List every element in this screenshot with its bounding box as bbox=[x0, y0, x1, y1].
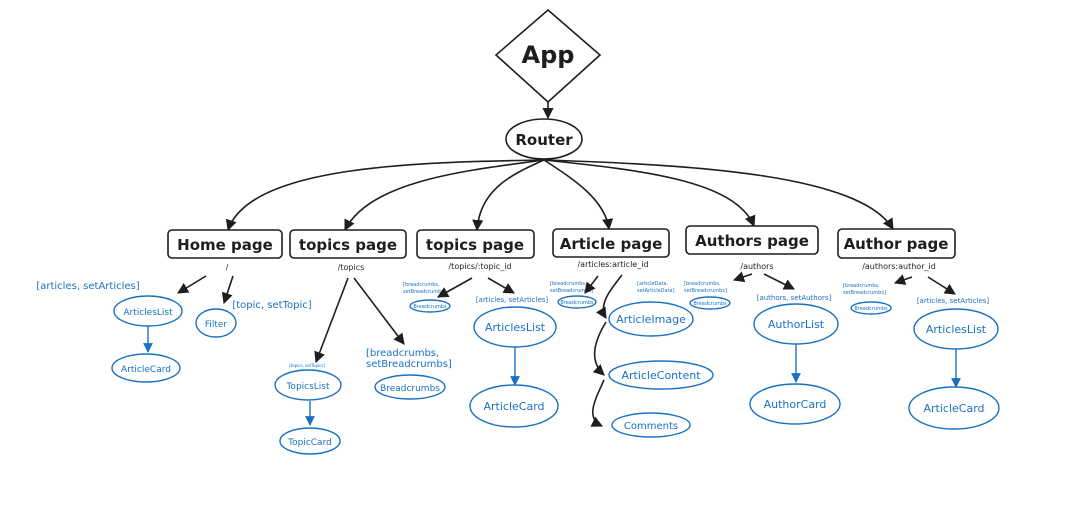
page-topic-label: topics page bbox=[426, 236, 524, 254]
page-authors-label: Authors page bbox=[695, 232, 809, 250]
route-author: /authors:author_id bbox=[862, 262, 936, 271]
svg-text:ArticleContent: ArticleContent bbox=[621, 369, 701, 382]
component-author-articlecard: ArticleCard bbox=[908, 386, 1000, 430]
svg-text:TopicsList: TopicsList bbox=[285, 382, 330, 392]
svg-text:Breadcrumbs: Breadcrumbs bbox=[380, 384, 440, 394]
svg-text:ArticlesList: ArticlesList bbox=[123, 308, 173, 318]
svg-text:AuthorCard: AuthorCard bbox=[764, 398, 827, 411]
route-topic: /topics/:topic_id bbox=[448, 262, 511, 271]
app-label: App bbox=[522, 41, 575, 69]
edge-router-authors bbox=[543, 159, 756, 228]
svg-text:Breadcrumbs: Breadcrumbs bbox=[693, 301, 727, 307]
edge-topic-articleslist bbox=[487, 277, 515, 294]
edge-router-article bbox=[543, 159, 614, 231]
edge-article-content bbox=[592, 321, 607, 376]
state-topics-breadcrumbs-1: [breadcrumbs, bbox=[366, 348, 439, 359]
component-topic-articleslist: ArticlesList bbox=[473, 306, 557, 348]
route-article: /articles:article_id bbox=[577, 260, 648, 269]
state-author-breadcrumbs-1: [breadcrumbs, bbox=[843, 283, 880, 289]
page-authors: Authors page bbox=[685, 225, 819, 255]
state-topic-articles: [articles, setArticles] bbox=[476, 296, 549, 304]
component-author-articleslist: ArticlesList bbox=[913, 308, 999, 350]
state-authors-breadcrumbs-2: setBreadcrumbs] bbox=[684, 288, 727, 294]
page-article: Article page bbox=[552, 228, 670, 258]
state-authors-breadcrumbs-1: [breadcrumbs, bbox=[684, 281, 721, 287]
page-topics: topics page bbox=[289, 229, 407, 259]
component-topic-articlecard: ArticleCard bbox=[469, 384, 559, 428]
route-home: / bbox=[226, 263, 229, 272]
component-author-breadcrumbs: Breadcrumbs bbox=[850, 301, 892, 315]
edge-home-filter bbox=[221, 275, 234, 305]
state-topics-topics: [topics, setTopics] bbox=[289, 363, 325, 368]
svg-text:Comments: Comments bbox=[624, 421, 678, 432]
component-article-breadcrumbs: Breadcrumbs bbox=[557, 295, 597, 309]
component-topicslist: TopicsList bbox=[274, 369, 342, 401]
app-node: App bbox=[494, 8, 602, 104]
svg-text:ArticleCard: ArticleCard bbox=[923, 402, 984, 415]
svg-text:Breadcrumbs: Breadcrumbs bbox=[560, 300, 594, 306]
edge-author-articleslist bbox=[927, 276, 956, 295]
state-author-articles: [articles, setArticles] bbox=[917, 297, 990, 305]
page-home: Home page bbox=[167, 229, 283, 259]
svg-text:ArticleCard: ArticleCard bbox=[121, 365, 171, 375]
component-topiccard: TopicCard bbox=[279, 427, 341, 455]
svg-text:ArticleImage: ArticleImage bbox=[616, 313, 686, 326]
edge-authors-breadcrumbs bbox=[732, 271, 753, 283]
edge-article-breadcrumbs bbox=[584, 275, 599, 294]
edge-router-author bbox=[543, 159, 894, 230]
state-authors-authors: [authors, setAuthors] bbox=[757, 294, 832, 302]
page-topic: topics page bbox=[416, 229, 535, 259]
page-topics-label: topics page bbox=[299, 236, 397, 254]
page-home-label: Home page bbox=[177, 236, 273, 254]
edge-router-home bbox=[225, 159, 545, 232]
component-article-content: ArticleContent bbox=[608, 360, 714, 390]
svg-text:Breadcrumbs: Breadcrumbs bbox=[854, 306, 888, 312]
state-topics-breadcrumbs-2: setBreadcrumbs] bbox=[366, 359, 452, 370]
edge-home-articleslist bbox=[177, 275, 207, 294]
component-authorlist: AuthorList bbox=[753, 303, 839, 345]
svg-text:Filter: Filter bbox=[205, 320, 228, 330]
page-author-label: Author page bbox=[844, 235, 949, 253]
component-home-articlecard: ArticleCard bbox=[111, 353, 181, 383]
edge-topic-breadcrumbs bbox=[437, 277, 473, 298]
route-authors: /authors bbox=[740, 262, 773, 271]
edge-author-breadcrumbs bbox=[893, 274, 913, 285]
route-topics: /topics bbox=[338, 263, 365, 272]
state-article-data-1: [articleData, bbox=[637, 281, 669, 287]
svg-text:AuthorList: AuthorList bbox=[768, 318, 825, 331]
edge-authors-list bbox=[763, 273, 796, 290]
edge-article-comments bbox=[590, 379, 605, 427]
state-article-data-2: setArticleData] bbox=[637, 288, 675, 294]
router-node: Router bbox=[505, 118, 583, 160]
edge-topics-list bbox=[314, 277, 349, 364]
edge-topics-breadcrumbs bbox=[353, 277, 405, 345]
state-home-articles: [articles, setArticles] bbox=[36, 281, 139, 292]
state-author-breadcrumbs-2: setBreadcrumbs] bbox=[843, 290, 886, 296]
page-author: Author page bbox=[837, 228, 956, 259]
svg-text:Breadcrumbs: Breadcrumbs bbox=[413, 304, 447, 310]
component-authors-breadcrumbs: Breadcrumbs bbox=[689, 296, 731, 310]
edge-article-image bbox=[595, 274, 623, 319]
component-home-articleslist: ArticlesList bbox=[113, 295, 183, 327]
svg-text:TopicCard: TopicCard bbox=[287, 438, 332, 448]
component-authorcard: AuthorCard bbox=[749, 383, 841, 425]
edge-router-topics bbox=[344, 159, 545, 232]
component-topics-breadcrumbs: Breadcrumbs bbox=[374, 374, 446, 400]
state-home-topic: [topic, setTopic] bbox=[232, 300, 311, 311]
component-home-filter: Filter bbox=[195, 308, 237, 338]
component-topic-breadcrumbs: Breadcrumbs bbox=[409, 299, 451, 313]
state-topic-breadcrumbs-2: setBreadcrumbs] bbox=[403, 289, 446, 295]
state-topic-breadcrumbs-1: [breadcrumbs, bbox=[403, 282, 440, 288]
svg-text:ArticlesList: ArticlesList bbox=[926, 323, 987, 336]
page-article-label: Article page bbox=[560, 235, 663, 253]
router-label: Router bbox=[515, 131, 573, 149]
svg-text:ArticlesList: ArticlesList bbox=[485, 321, 546, 334]
component-article-image: ArticleImage bbox=[608, 301, 694, 337]
component-article-comments: Comments bbox=[611, 412, 691, 438]
edge-router-topic bbox=[472, 159, 545, 232]
state-article-breadcrumbs-2: setBreadcrumbs] bbox=[550, 288, 593, 294]
state-article-breadcrumbs-1: [breadcrumbs, bbox=[550, 281, 587, 287]
svg-text:ArticleCard: ArticleCard bbox=[483, 400, 544, 413]
